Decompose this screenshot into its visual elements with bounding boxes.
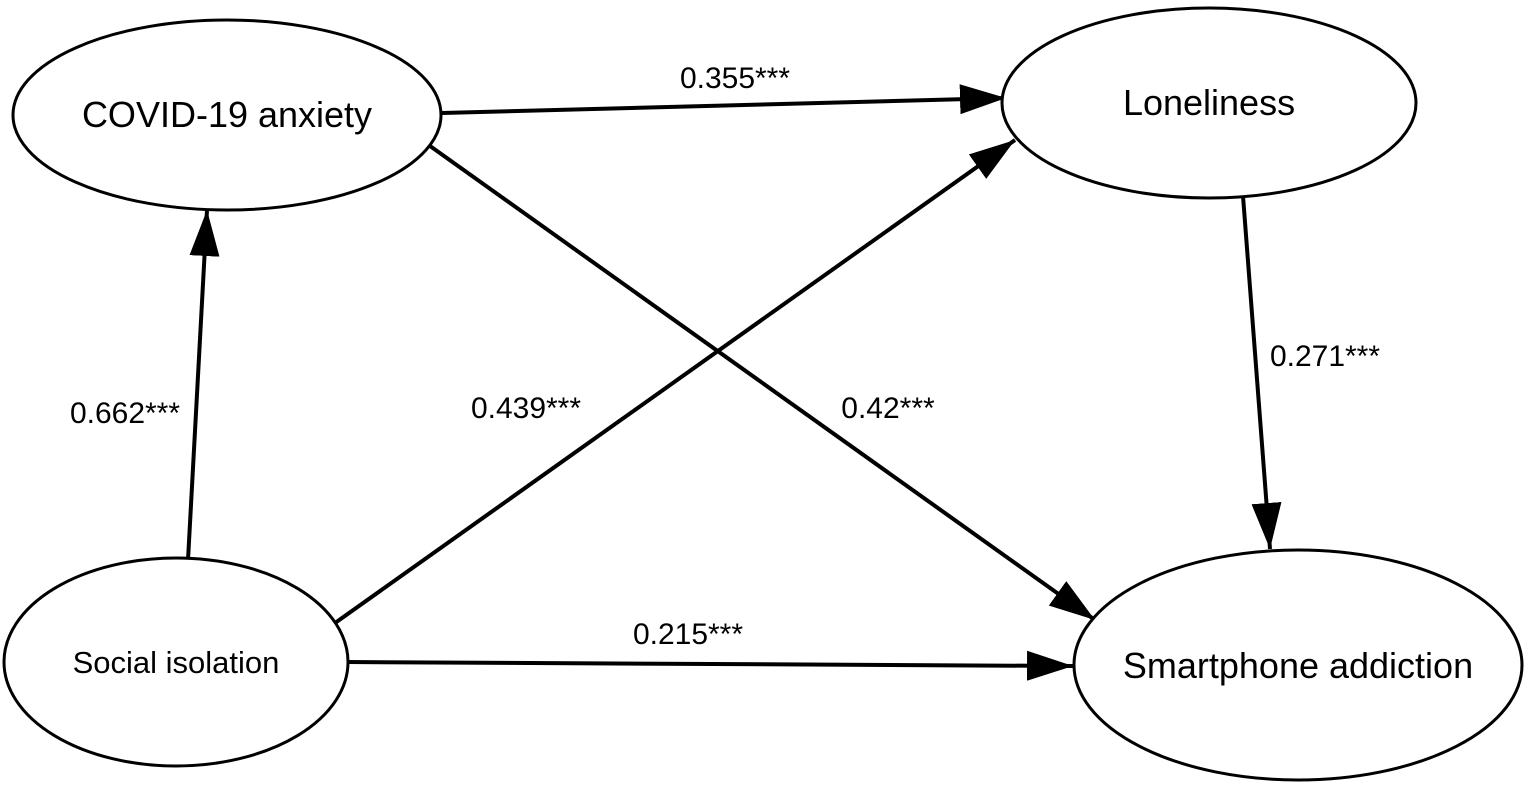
edge-label-loneliness-to-smartphone: 0.271*** — [1270, 340, 1380, 373]
edge-isolation-to-smartphone — [345, 650, 1074, 681]
edge-label-isolation-to-covid: 0.662*** — [70, 397, 180, 430]
edge-isolation-to-loneliness — [333, 138, 1017, 625]
edge-covid-to-loneliness — [441, 84, 1007, 115]
node-smartphone-addiction: Smartphone addiction — [1072, 548, 1524, 782]
edge-isolation-to-covid — [186, 209, 220, 561]
node-covid-anxiety-label: COVID-19 anxiety — [82, 94, 372, 135]
node-social-isolation: Social isolation — [2, 556, 350, 768]
edge-label-covid-to-loneliness: 0.355*** — [680, 62, 790, 95]
edge-label-covid-to-smartphone: 0.42*** — [841, 392, 935, 425]
node-covid-anxiety: COVID-19 anxiety — [11, 18, 443, 212]
edge-loneliness-to-smartphone — [1241, 195, 1282, 550]
node-smartphone-addiction-label: Smartphone addiction — [1123, 645, 1473, 686]
edge-label-isolation-to-smartphone: 0.215*** — [633, 618, 743, 651]
edge-label-isolation-to-loneliness: 0.439*** — [471, 392, 581, 425]
edge-covid-to-smartphone — [428, 144, 1097, 622]
node-social-isolation-label: Social isolation — [73, 645, 280, 680]
node-loneliness-label: Loneliness — [1123, 82, 1295, 123]
node-loneliness: Loneliness — [1000, 6, 1418, 200]
